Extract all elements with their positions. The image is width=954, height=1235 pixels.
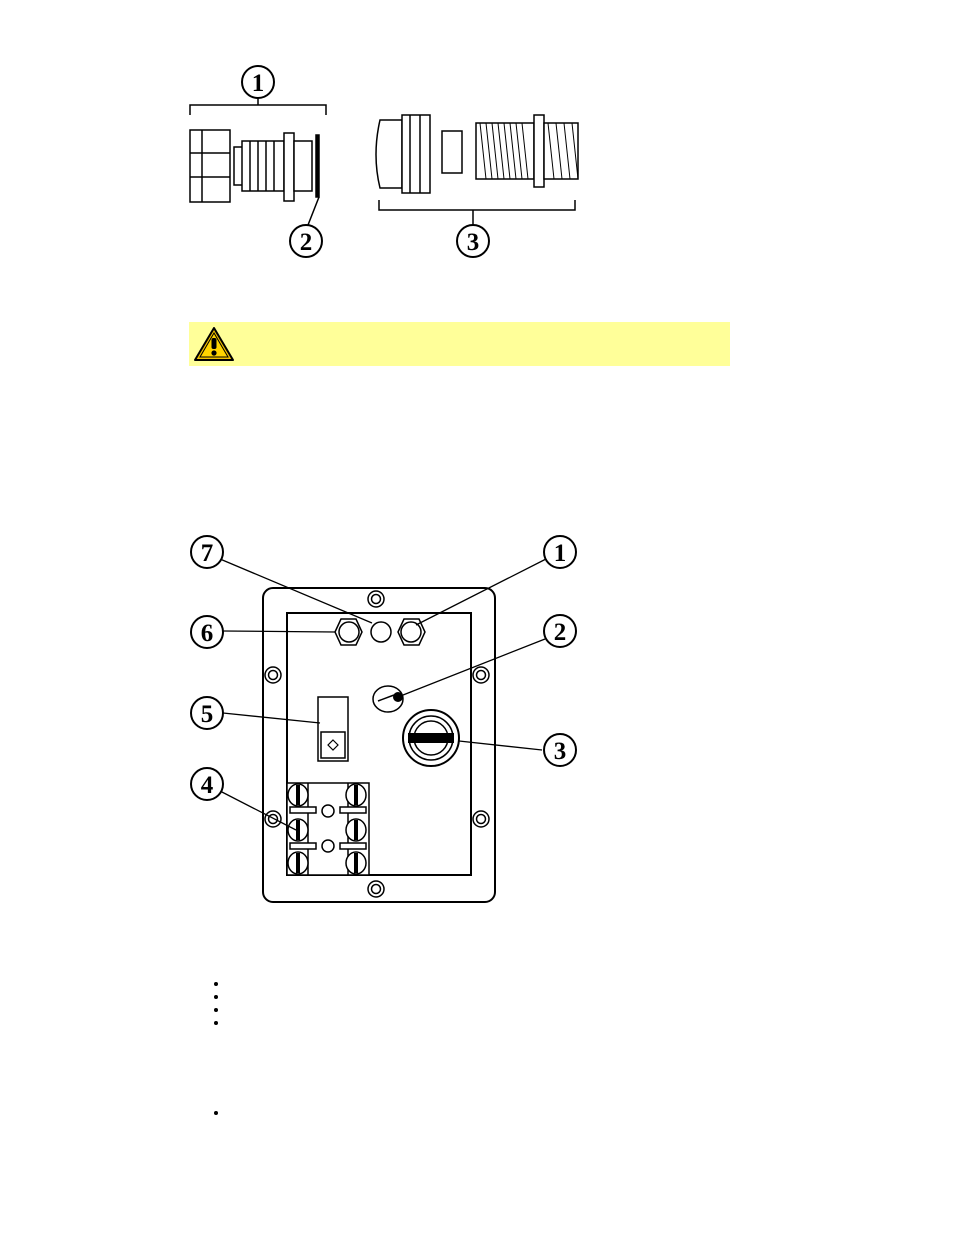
callout-5: 5 [190, 696, 224, 730]
warning-banner [189, 322, 730, 366]
callout-2: 2 [543, 614, 577, 648]
callout-1-label: 1 [554, 540, 567, 567]
list-bullet [214, 1111, 218, 1115]
cable-gland-figure: 1 2 [189, 65, 579, 258]
rocker-switch [317, 696, 349, 762]
callout-3-top: 3 [378, 200, 576, 258]
callout-6-label: 6 [201, 620, 214, 647]
callout-1-top: 1 [189, 65, 327, 115]
callout-3: 3 [543, 733, 577, 767]
key-switch [402, 709, 460, 767]
list-bullet [214, 1008, 218, 1012]
terminal-block [286, 782, 370, 876]
fitting-assembly-1 [189, 129, 320, 203]
list-bullet [214, 982, 218, 986]
callout-7: 7 [190, 535, 224, 569]
plate-screw-holes [264, 590, 490, 898]
warning-triangle-icon [194, 327, 234, 361]
callout-1: 1 [543, 535, 577, 569]
callout-6: 6 [190, 615, 224, 649]
panel-glands [334, 618, 426, 646]
fitting-gland-3 [375, 114, 579, 194]
callout-4: 4 [190, 767, 224, 801]
callout-2-label: 2 [554, 619, 567, 646]
leader-lines [219, 558, 547, 831]
callout-2-top-label: 2 [300, 229, 313, 256]
callout-7-label: 7 [201, 540, 214, 567]
callout-5-label: 5 [201, 701, 214, 728]
callout-2-top: 2 [289, 196, 323, 258]
callout-4-label: 4 [201, 772, 214, 799]
list-bullet [214, 995, 218, 999]
indicator-light [372, 685, 404, 713]
list-bullet [214, 1021, 218, 1025]
callout-1-top-label: 1 [252, 70, 265, 97]
callout-3-top-label: 3 [467, 229, 480, 256]
callout-3-label: 3 [554, 738, 567, 765]
control-panel-figure: 7 1 6 2 5 3 4 [190, 535, 577, 903]
